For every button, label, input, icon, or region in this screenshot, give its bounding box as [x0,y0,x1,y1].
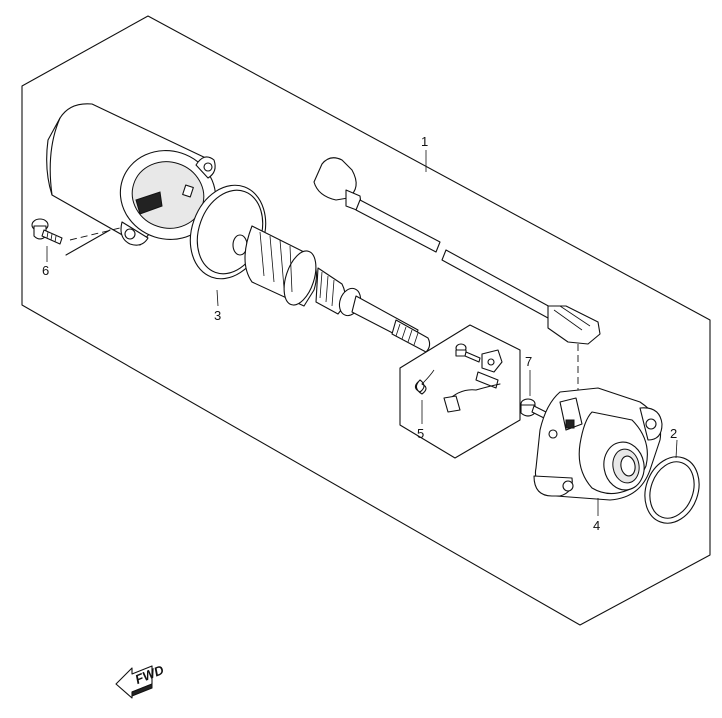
screw-7 [520,398,547,419]
lead-wire [313,157,601,345]
callout-1: 1 [421,134,428,149]
fwd-arrow-icon: FWD [115,662,167,699]
o-ring-2 [644,456,700,524]
brush-kit-outline [399,324,521,459]
brush-terminal-plate [475,349,503,389]
brush-screw [455,343,481,363]
callout-4: 4 [593,518,600,533]
guide-line-6 [69,227,121,241]
armature [232,225,431,353]
callout-3: 3 [214,308,221,323]
callout-6: 6 [42,263,49,278]
bolt-6 [31,218,63,245]
brush-spring [414,369,435,395]
brush-lead [443,383,501,413]
callout-5: 5 [417,426,424,441]
end-cover-housing [533,387,663,501]
callout-7: 7 [525,354,532,369]
yoke-housing [46,103,217,246]
callout-2: 2 [670,426,677,441]
assembly-outline [21,15,711,626]
